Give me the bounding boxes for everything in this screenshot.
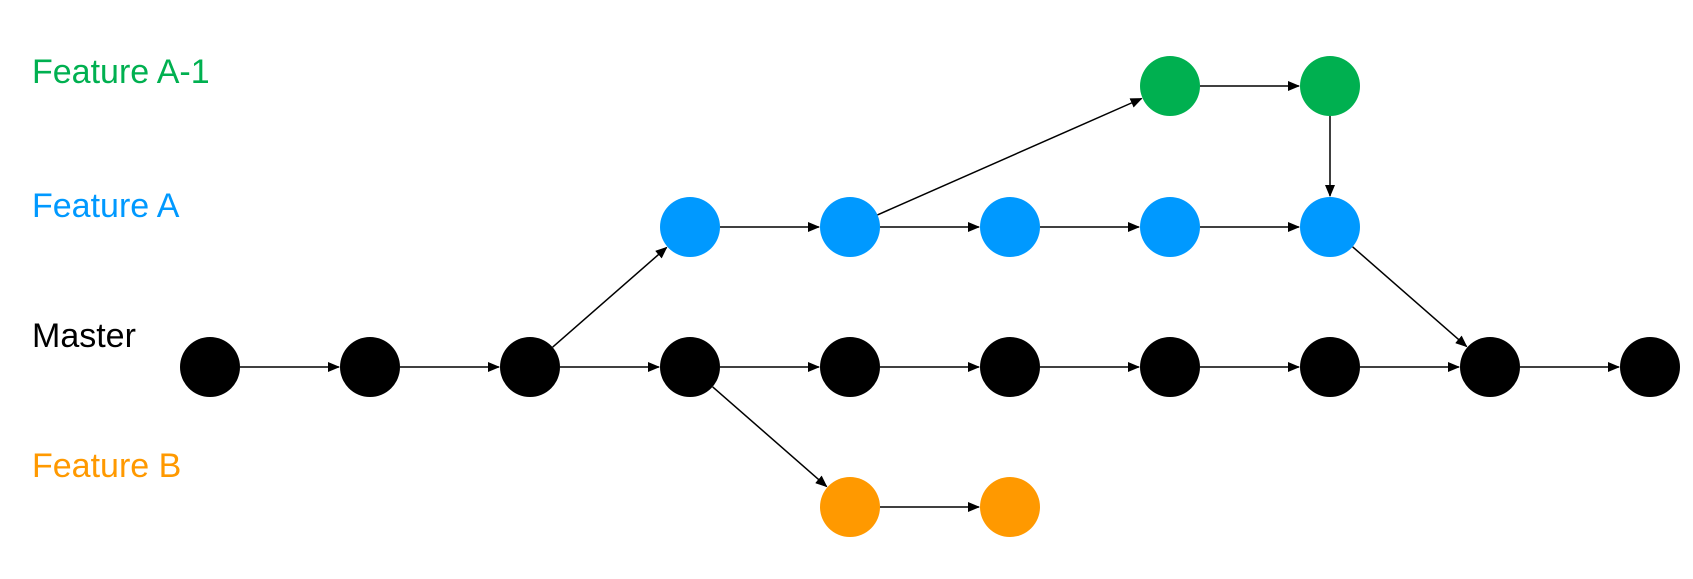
edges-layer xyxy=(240,81,1620,512)
commit-node-master-1 xyxy=(340,337,400,397)
commit-node-feature_b-4 xyxy=(820,477,880,537)
commit-node-feature_a-4 xyxy=(820,197,880,257)
branch-label-feature-b: Feature B xyxy=(32,447,182,485)
commit-node-master-7 xyxy=(1300,337,1360,397)
branch-label-master: Master xyxy=(32,317,136,355)
commit-node-feature_a1-6 xyxy=(1140,56,1200,116)
branch-label-feature-a1: Feature A-1 xyxy=(32,53,210,91)
commit-node-master-6 xyxy=(1140,337,1200,397)
edge-master-2-to-feature_a-3 xyxy=(552,246,668,348)
commit-node-feature_a-6 xyxy=(1140,197,1200,257)
commit-node-feature_a1-7 xyxy=(1300,56,1360,116)
commit-node-feature_a-7 xyxy=(1300,197,1360,257)
commit-node-master-8 xyxy=(1460,337,1520,397)
commit-node-feature_a-3 xyxy=(660,197,720,257)
nodes-layer xyxy=(180,56,1680,537)
edge-feature_a-7-to-master-8 xyxy=(1352,246,1468,348)
commit-node-master-4 xyxy=(820,337,880,397)
commit-node-master-5 xyxy=(980,337,1040,397)
edge-master-3-to-feature_b-4 xyxy=(712,386,828,488)
branch-label-feature-a: Feature A xyxy=(32,187,180,225)
commit-node-feature_a-5 xyxy=(980,197,1040,257)
commit-node-master-2 xyxy=(500,337,560,397)
commit-node-master-0 xyxy=(180,337,240,397)
commit-node-feature_b-5 xyxy=(980,477,1040,537)
commit-node-master-9 xyxy=(1620,337,1680,397)
commit-node-master-3 xyxy=(660,337,720,397)
edge-feature_a-4-to-feature_a1-6 xyxy=(877,97,1143,216)
